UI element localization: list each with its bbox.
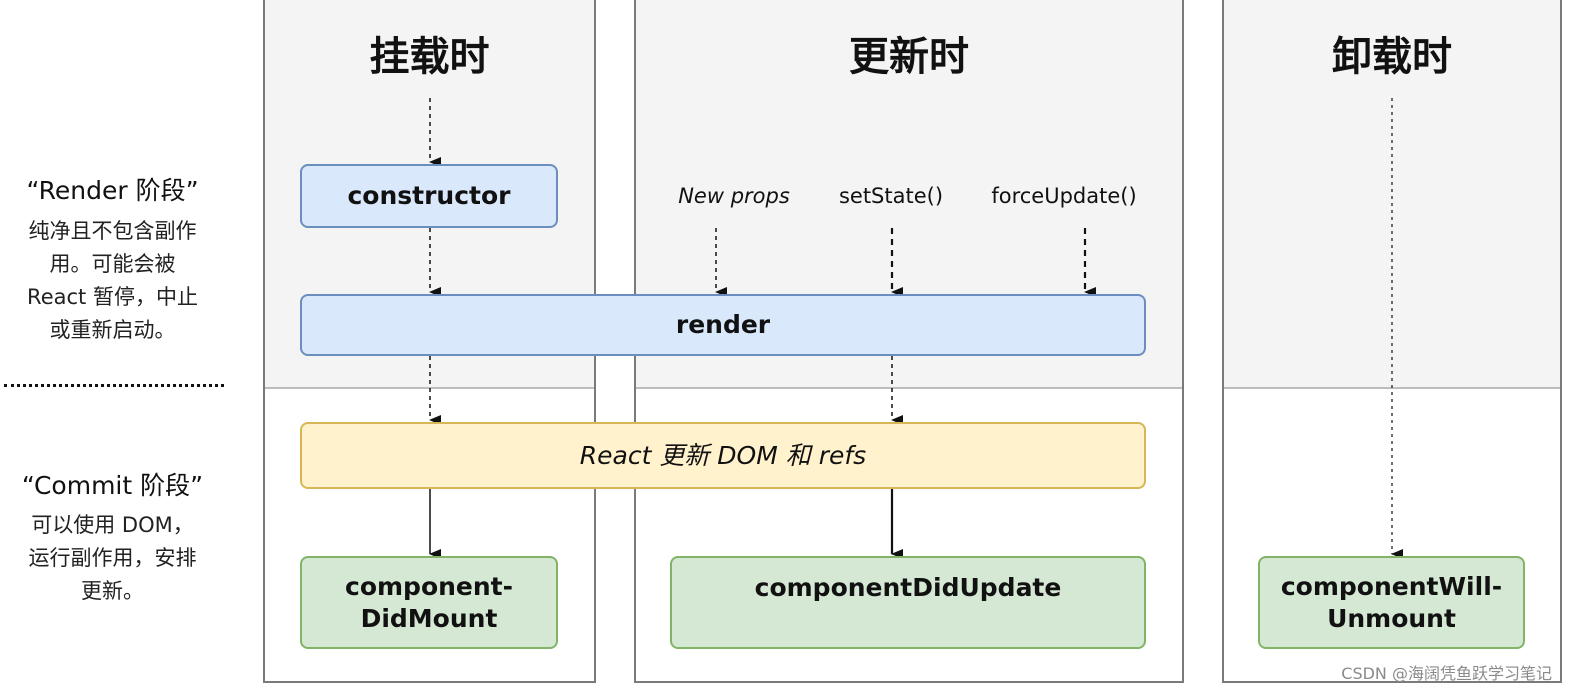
updating-column-title: 更新时 xyxy=(849,34,969,80)
commit-phase-description-line: 更新。 xyxy=(81,579,144,603)
react-dom-update-node: React 更新 DOM 和 refs xyxy=(300,422,1146,489)
commit-phase-description-line: 运行副作用，安排 xyxy=(28,546,197,570)
react-dom-update-node-label: React 更新 DOM 和 refs xyxy=(579,440,867,470)
render-phase-description-line: 用。可能会被 xyxy=(49,252,176,276)
commit-phase-description-line: 可以使用 DOM， xyxy=(31,513,194,537)
render-phase-description-line: 或重新启动。 xyxy=(49,318,176,342)
column-phase-divider xyxy=(636,387,1182,389)
component-will-unmount-label-line: componentWill- xyxy=(1280,571,1503,601)
constructor-node: constructor xyxy=(300,164,558,228)
render-phase-description-line: React 暂停，中止 xyxy=(27,285,198,309)
render-phase-description-line: 纯净且不包含副作 xyxy=(28,219,197,243)
commit-phase-description: 可以使用 DOM， 运行副作用，安排 更新。 xyxy=(0,509,225,608)
component-did-mount-label-line: DidMount xyxy=(360,603,498,633)
render-phase-description: 纯净且不包含副作 用。可能会被 React 暂停，中止 或重新启动。 xyxy=(0,215,225,347)
mounting-column-title: 挂载时 xyxy=(369,34,490,80)
new-props-trigger: New props xyxy=(678,184,790,208)
component-will-unmount-node: componentWill- Unmount xyxy=(1258,556,1525,649)
commit-phase-heading: “Commit 阶段” xyxy=(21,471,204,500)
watermark: CSDN @海阔凭鱼跃学习笔记 xyxy=(1341,664,1552,683)
force-update-trigger: forceUpdate() xyxy=(991,184,1137,208)
component-did-mount-node: component- DidMount xyxy=(300,556,558,649)
render-node-label: render xyxy=(675,310,771,339)
phase-separator xyxy=(4,384,224,387)
component-did-update-label: componentDidUpdate xyxy=(754,573,1062,602)
set-state-trigger: setState() xyxy=(838,184,944,208)
component-did-mount-label-line: component- xyxy=(345,571,513,601)
component-did-update-node: componentDidUpdate xyxy=(670,556,1146,649)
render-phase-heading: “Render 阶段” xyxy=(26,176,199,205)
component-will-unmount-label-line: Unmount xyxy=(1327,603,1456,633)
unmounting-column-title: 卸载时 xyxy=(1332,34,1452,80)
render-node: render xyxy=(300,294,1146,356)
constructor-node-label: constructor xyxy=(347,181,511,210)
